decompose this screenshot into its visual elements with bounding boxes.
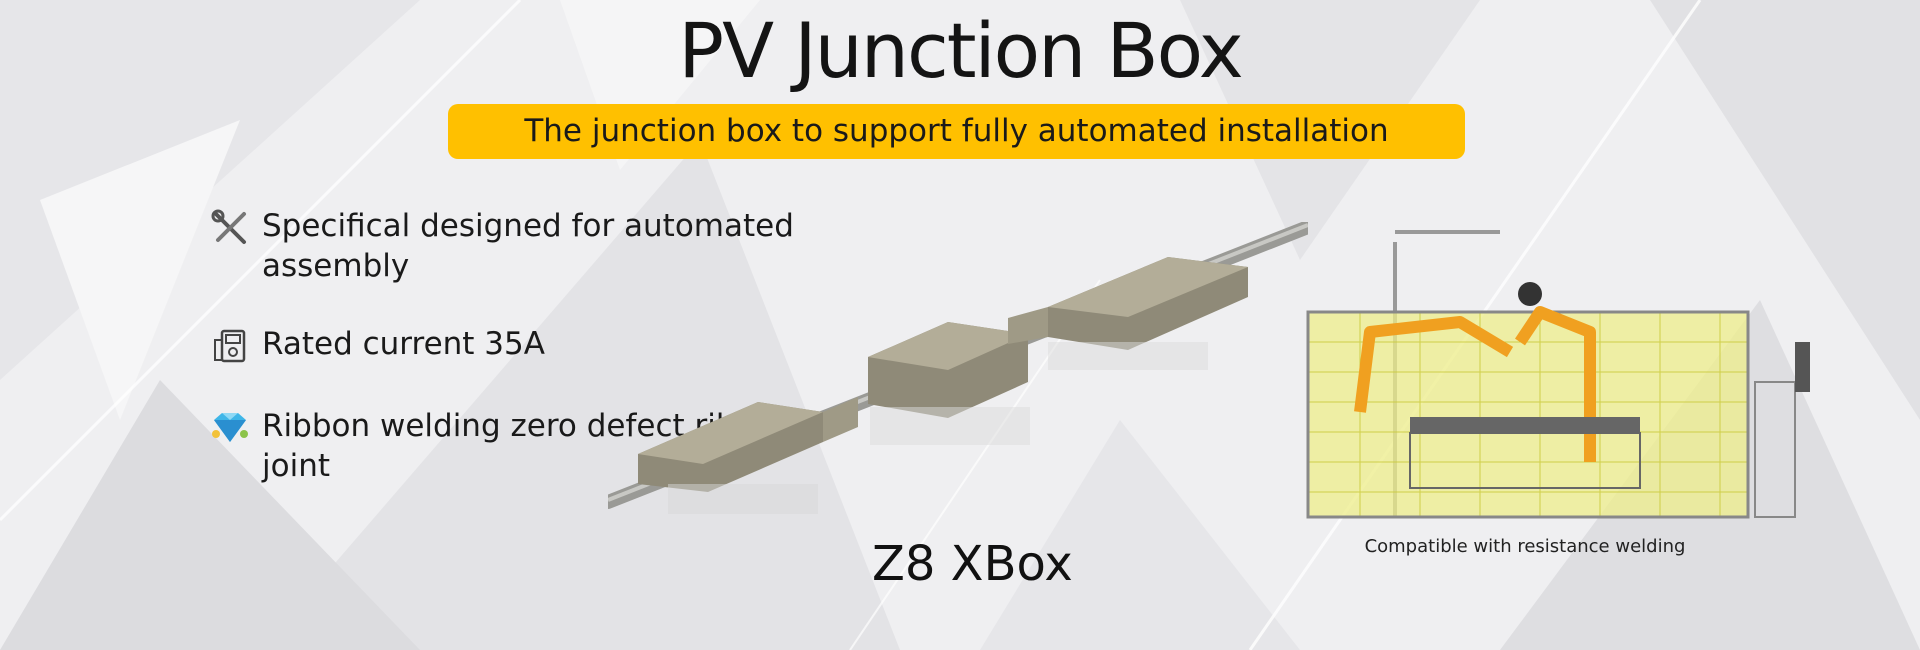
machine-caption: Compatible with resistance welding (1364, 536, 1686, 557)
feature-text: Rated current 35A (262, 326, 545, 362)
feature-list: Specifical designed for automated assemb… (210, 206, 810, 524)
feature-item: Rated current 35A (210, 324, 810, 366)
feature-item: Specifical designed for automated assemb… (210, 206, 810, 286)
meter-icon (214, 329, 246, 363)
feature-text: Specifical designed for automated assemb… (262, 208, 794, 284)
page-title: PV Junction Box (678, 6, 1244, 95)
junction-box-right (1008, 257, 1248, 370)
gem-icon (212, 413, 248, 442)
tools-icon (211, 209, 246, 244)
subtitle-banner: The junction box to support fully automa… (448, 104, 1465, 159)
junction-box-middle (868, 322, 1030, 445)
junction-box-product-image (608, 222, 1308, 514)
product-label: Z8 XBox (872, 536, 1073, 592)
welding-workcell-image (1306, 230, 1810, 519)
junction-box-left (638, 397, 858, 514)
